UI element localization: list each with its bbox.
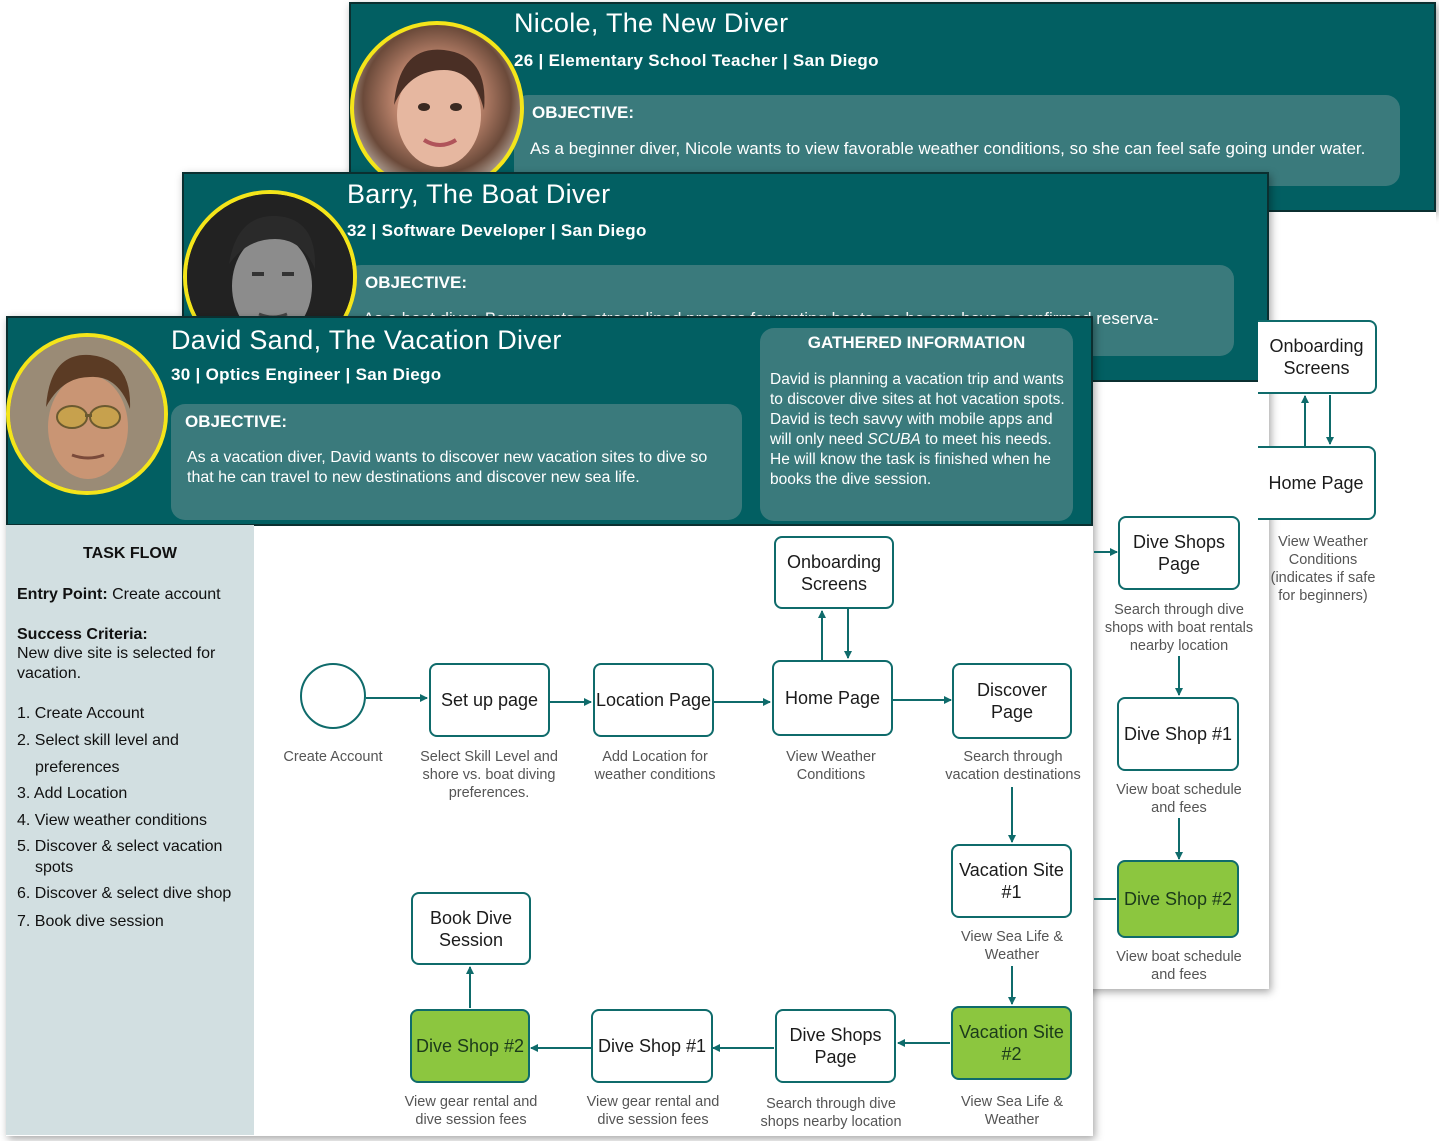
task-flow-title: TASK FLOW — [83, 545, 177, 562]
barry-dive-shops-node: Dive Shops Page — [1118, 516, 1240, 590]
dive-shop-1-node: Dive Shop #1 — [591, 1009, 713, 1083]
home-node: Home Page — [772, 660, 893, 736]
gathered-text-scuba: SCUBA — [867, 431, 921, 448]
task-step: 1. Create Account — [17, 705, 145, 722]
location-caption: Add Location for weather conditions — [594, 749, 716, 783]
vacation-site-2-caption: View Sea Life & Weather — [960, 1094, 1064, 1128]
nicole-portrait-icon — [394, 49, 485, 167]
task-step: 6. Discover & select dive shop — [17, 885, 232, 902]
entry-point: Entry Point: Create account — [17, 585, 247, 605]
entry-point-value: Create account — [107, 586, 221, 603]
nicole-home-node: Home Page — [1258, 446, 1376, 520]
setup-caption: Select Skill Level and shore vs. boat di… — [420, 749, 558, 801]
david-avatar — [6, 333, 168, 495]
task-step: 4. View weather conditions — [17, 812, 208, 829]
barry-objective-label: OBJECTIVE: — [365, 273, 468, 292]
gathered-information-box: GATHERED INFORMATION David is planning a… — [760, 328, 1073, 521]
david-objective-label: OBJECTIVE: — [185, 412, 288, 431]
david-subtitle: 30 | Optics Engineer | San Diego — [171, 365, 442, 384]
nicole-home-caption: View Weather Conditions (indicates if sa… — [1270, 534, 1376, 604]
dive-shop-2-caption: View gear rental and dive session fees — [404, 1094, 538, 1128]
gathered-text-2: to meet his needs. He will know the task… — [770, 431, 1052, 488]
dive-shops-node: Dive Shops Page — [775, 1009, 896, 1083]
barry-dive-shops-caption: Search through dive shops with boat rent… — [1104, 602, 1254, 654]
nicole-objective-text: As a beginner diver, Nicole wants to vie… — [530, 139, 1366, 158]
success-criteria-label: Success Criteria: — [17, 626, 148, 643]
vacation-site-2-node: Vacation Site #2 — [951, 1006, 1072, 1080]
david-name: David Sand, The Vacation Diver — [171, 325, 562, 355]
vacation-site-1-caption: View Sea Life & Weather — [960, 929, 1064, 963]
vacation-site-1-node: Vacation Site #1 — [951, 844, 1072, 918]
location-node: Location Page — [593, 663, 714, 737]
david-header: David Sand, The Vacation Diver 30 | Opti… — [6, 316, 1093, 526]
dive-shop-1-caption: View gear rental and dive session fees — [586, 1094, 720, 1128]
dive-shop-2-node: Dive Shop #2 — [410, 1009, 530, 1083]
david-objective-box: OBJECTIVE: As a vacation diver, David wa… — [171, 404, 742, 520]
discover-node: Discover Page — [952, 663, 1072, 739]
barry-subtitle: 32 | Software Developer | San Diego — [347, 221, 647, 240]
home-caption: View Weather Conditions — [786, 749, 876, 783]
task-flow-sidebar: TASK FLOW Entry Point: Create account Su… — [6, 525, 254, 1135]
david-objective-text: As a vacation diver, David wants to disc… — [187, 449, 708, 486]
persona-card-nicole: Nicole, The New Diver 26 | Elementary Sc… — [349, 2, 1436, 212]
dive-shops-caption: Search through dive shops nearby locatio… — [760, 1096, 902, 1130]
david-portrait-icon — [10, 337, 164, 491]
setup-node: Set up page — [429, 663, 550, 737]
barry-dive-shop-1-node: Dive Shop #1 — [1117, 697, 1239, 771]
create-account-start-node — [300, 663, 366, 729]
book-dive-session-node: Book Dive Session — [411, 892, 531, 965]
barry-dive-shop-2-caption: View boat schedule and fees — [1116, 949, 1242, 983]
gathered-information-text: David is planning a vacation trip and wa… — [770, 370, 1066, 490]
nicole-subtitle: 26 | Elementary School Teacher | San Die… — [514, 51, 879, 70]
entry-point-label: Entry Point: — [17, 586, 108, 603]
start-caption: Create Account — [283, 749, 383, 765]
task-step: spots — [35, 859, 74, 876]
task-step: 2. Select skill level and — [17, 732, 179, 749]
nicole-objective-box: OBJECTIVE: As a beginner diver, Nicole w… — [514, 95, 1400, 186]
nicole-objective-label: OBJECTIVE: — [532, 103, 635, 122]
nicole-name: Nicole, The New Diver — [514, 8, 789, 38]
nicole-avatar — [350, 21, 524, 195]
barry-name: Barry, The Boat Diver — [347, 179, 611, 209]
nicole-onboarding-node: Onboarding Screens — [1258, 320, 1377, 394]
nicole-header: Nicole, The New Diver 26 | Elementary Sc… — [349, 2, 1436, 212]
barry-dive-shop-1-caption: View boat schedule and fees — [1116, 782, 1242, 816]
task-step: 5. Discover & select vacation — [17, 838, 223, 855]
task-step: preferences — [35, 759, 120, 776]
persona-card-david: David Sand, The Vacation Diver 30 | Opti… — [6, 316, 1093, 1136]
discover-caption: Search through vacation destinations — [945, 749, 1081, 783]
barry-dive-shop-2-node: Dive Shop #2 — [1117, 860, 1239, 938]
gathered-text-1: David is planning a vacation trip and wa… — [770, 371, 1065, 448]
task-step: 3. Add Location — [17, 785, 128, 802]
gathered-information-title: GATHERED INFORMATION — [807, 333, 1026, 352]
onboarding-node: Onboarding Screens — [774, 536, 894, 609]
success-criteria-value: New dive site is selected for vacation. — [17, 645, 216, 682]
task-step: 7. Book dive session — [17, 913, 164, 930]
